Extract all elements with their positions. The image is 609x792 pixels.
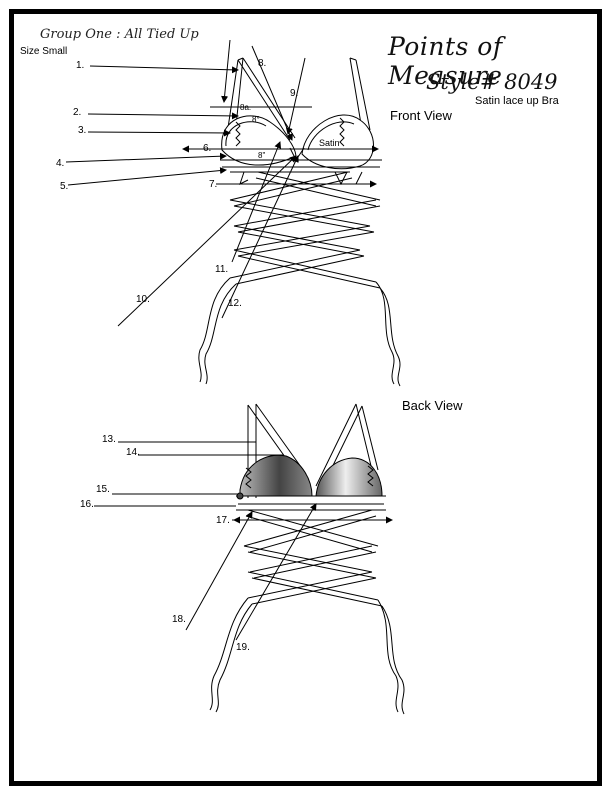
point-3-label: 3. (78, 125, 86, 136)
point-12-label: 12. (228, 298, 242, 309)
point-14-label: 14. (126, 447, 140, 458)
point-8a-label: 8a. (240, 103, 251, 112)
front-view-sketch (198, 57, 401, 387)
point-17-label: 17. (216, 515, 230, 526)
point-8-label: 8. (258, 58, 266, 69)
point-9-label: 9. (290, 88, 298, 99)
point-1-label: 1. (76, 60, 84, 71)
point-5-label: 5. (60, 181, 68, 192)
point-8b-label: 8° (252, 115, 260, 124)
point-8c-label: 8" (258, 151, 265, 160)
back-view-sketch (209, 403, 405, 715)
style-number: Style# 8049 (426, 70, 558, 94)
point-6-label: 6. (203, 143, 211, 154)
point-11-label: 11. (215, 264, 228, 275)
size-label: Size Small (20, 46, 68, 57)
point-19-label: 19. (236, 642, 250, 653)
page-title: Points of Measure (388, 32, 503, 90)
point-10-label: 10. (136, 294, 150, 305)
front-view-label: Front View (390, 108, 452, 123)
point-4-label: 4. (56, 158, 64, 169)
group-title: Group One : All Tied Up (40, 27, 199, 42)
back-view-label: Back View (402, 398, 463, 413)
point-7-label: 7. (209, 179, 217, 190)
point-2-label: 2. (73, 107, 81, 118)
cup-label: Satin (319, 138, 340, 148)
point-16-label: 16. (80, 499, 94, 510)
page-border (9, 9, 602, 786)
style-description: Satin lace up Bra (475, 95, 559, 107)
point-13-label: 13. (102, 434, 116, 445)
point-15-label: 15. (96, 484, 110, 495)
point-18-label: 18. (172, 614, 186, 625)
